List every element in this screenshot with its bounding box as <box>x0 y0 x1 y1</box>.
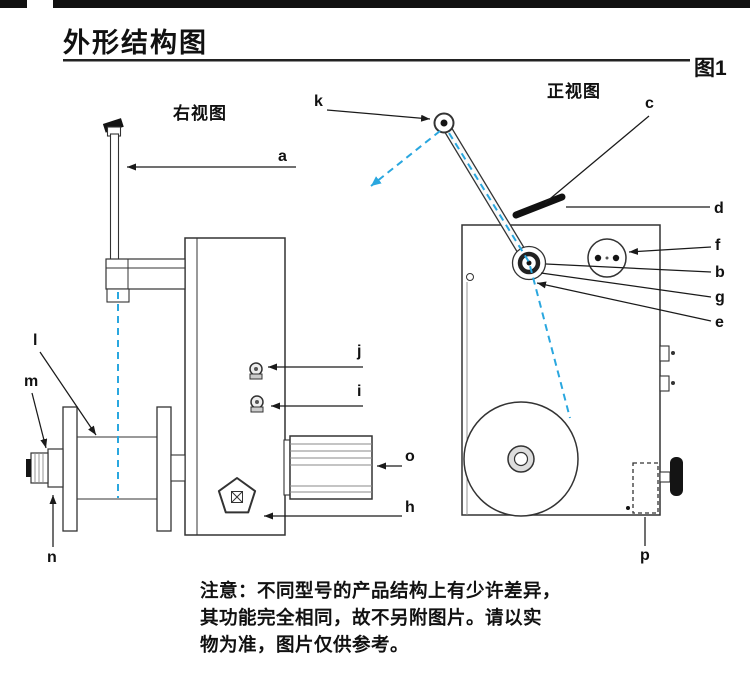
note-line-2: 其功能完全相同，故不另附图片。请以实 <box>200 607 542 628</box>
note-line-1: 注意：不同型号的产品结构上有少许差异， <box>200 580 561 601</box>
part-label-a: a <box>278 148 287 165</box>
part-label-g: g <box>715 289 725 306</box>
part-label-l: l <box>33 332 37 349</box>
callout-b-line <box>545 263 712 273</box>
part-label-p: p <box>640 547 650 564</box>
part-label-d: d <box>714 200 724 217</box>
right-view-callouts <box>31 163 402 547</box>
front-view-callouts <box>326 109 712 546</box>
motor <box>283 435 373 500</box>
front-view-diagram: k c d f b g e p <box>314 93 725 564</box>
top-border-bar <box>0 0 750 8</box>
wire-guide-arm <box>102 118 186 303</box>
callout-e-line <box>536 281 712 322</box>
tension-knob-left <box>511 245 547 281</box>
page-title: 外形结构图 <box>63 28 208 58</box>
part-label-e: e <box>715 314 724 331</box>
part-label-b: b <box>715 264 725 281</box>
figure-label: 图1 <box>694 57 727 80</box>
right-view-caption: 右视图 <box>173 103 227 123</box>
part-label-f: f <box>715 237 721 254</box>
part-label-j: j <box>356 343 361 360</box>
note-line-3: 物为准，图片仅供参考。 <box>200 634 409 655</box>
callout-m-line <box>31 392 48 449</box>
hand-knob <box>217 477 257 514</box>
adjust-bolt-lower <box>250 395 264 413</box>
callout-l-line <box>39 351 97 436</box>
spool-disc <box>463 401 579 517</box>
callout-k-line <box>326 109 431 122</box>
part-label-c: c <box>645 95 654 112</box>
thread-path-front <box>370 130 571 419</box>
p-zone <box>626 462 659 514</box>
callout-g-line <box>540 272 712 298</box>
guide-pulley <box>433 112 455 134</box>
part-label-o: o <box>405 448 415 465</box>
title-underline <box>63 59 690 62</box>
part-label-k: k <box>314 93 323 110</box>
part-label-n: n <box>47 549 57 566</box>
tension-plate-right <box>587 238 627 278</box>
part-label-h: h <box>405 499 415 516</box>
callout-c-line <box>544 115 650 204</box>
right-view-diagram: a l m n j i o h <box>24 118 415 566</box>
adjust-bolt-upper <box>249 362 263 380</box>
part-label-i: i <box>357 383 361 400</box>
spool-assembly <box>26 406 186 532</box>
callout-f-line <box>628 246 712 255</box>
side-handle <box>659 457 683 496</box>
note-block: 注意：不同型号的产品结构上有少许差异， 其功能完全相同，故不另附图片。请以实 物… <box>200 580 561 655</box>
part-label-m: m <box>24 373 38 390</box>
tension-lever <box>512 193 566 219</box>
front-view-caption: 正视图 <box>547 81 601 101</box>
